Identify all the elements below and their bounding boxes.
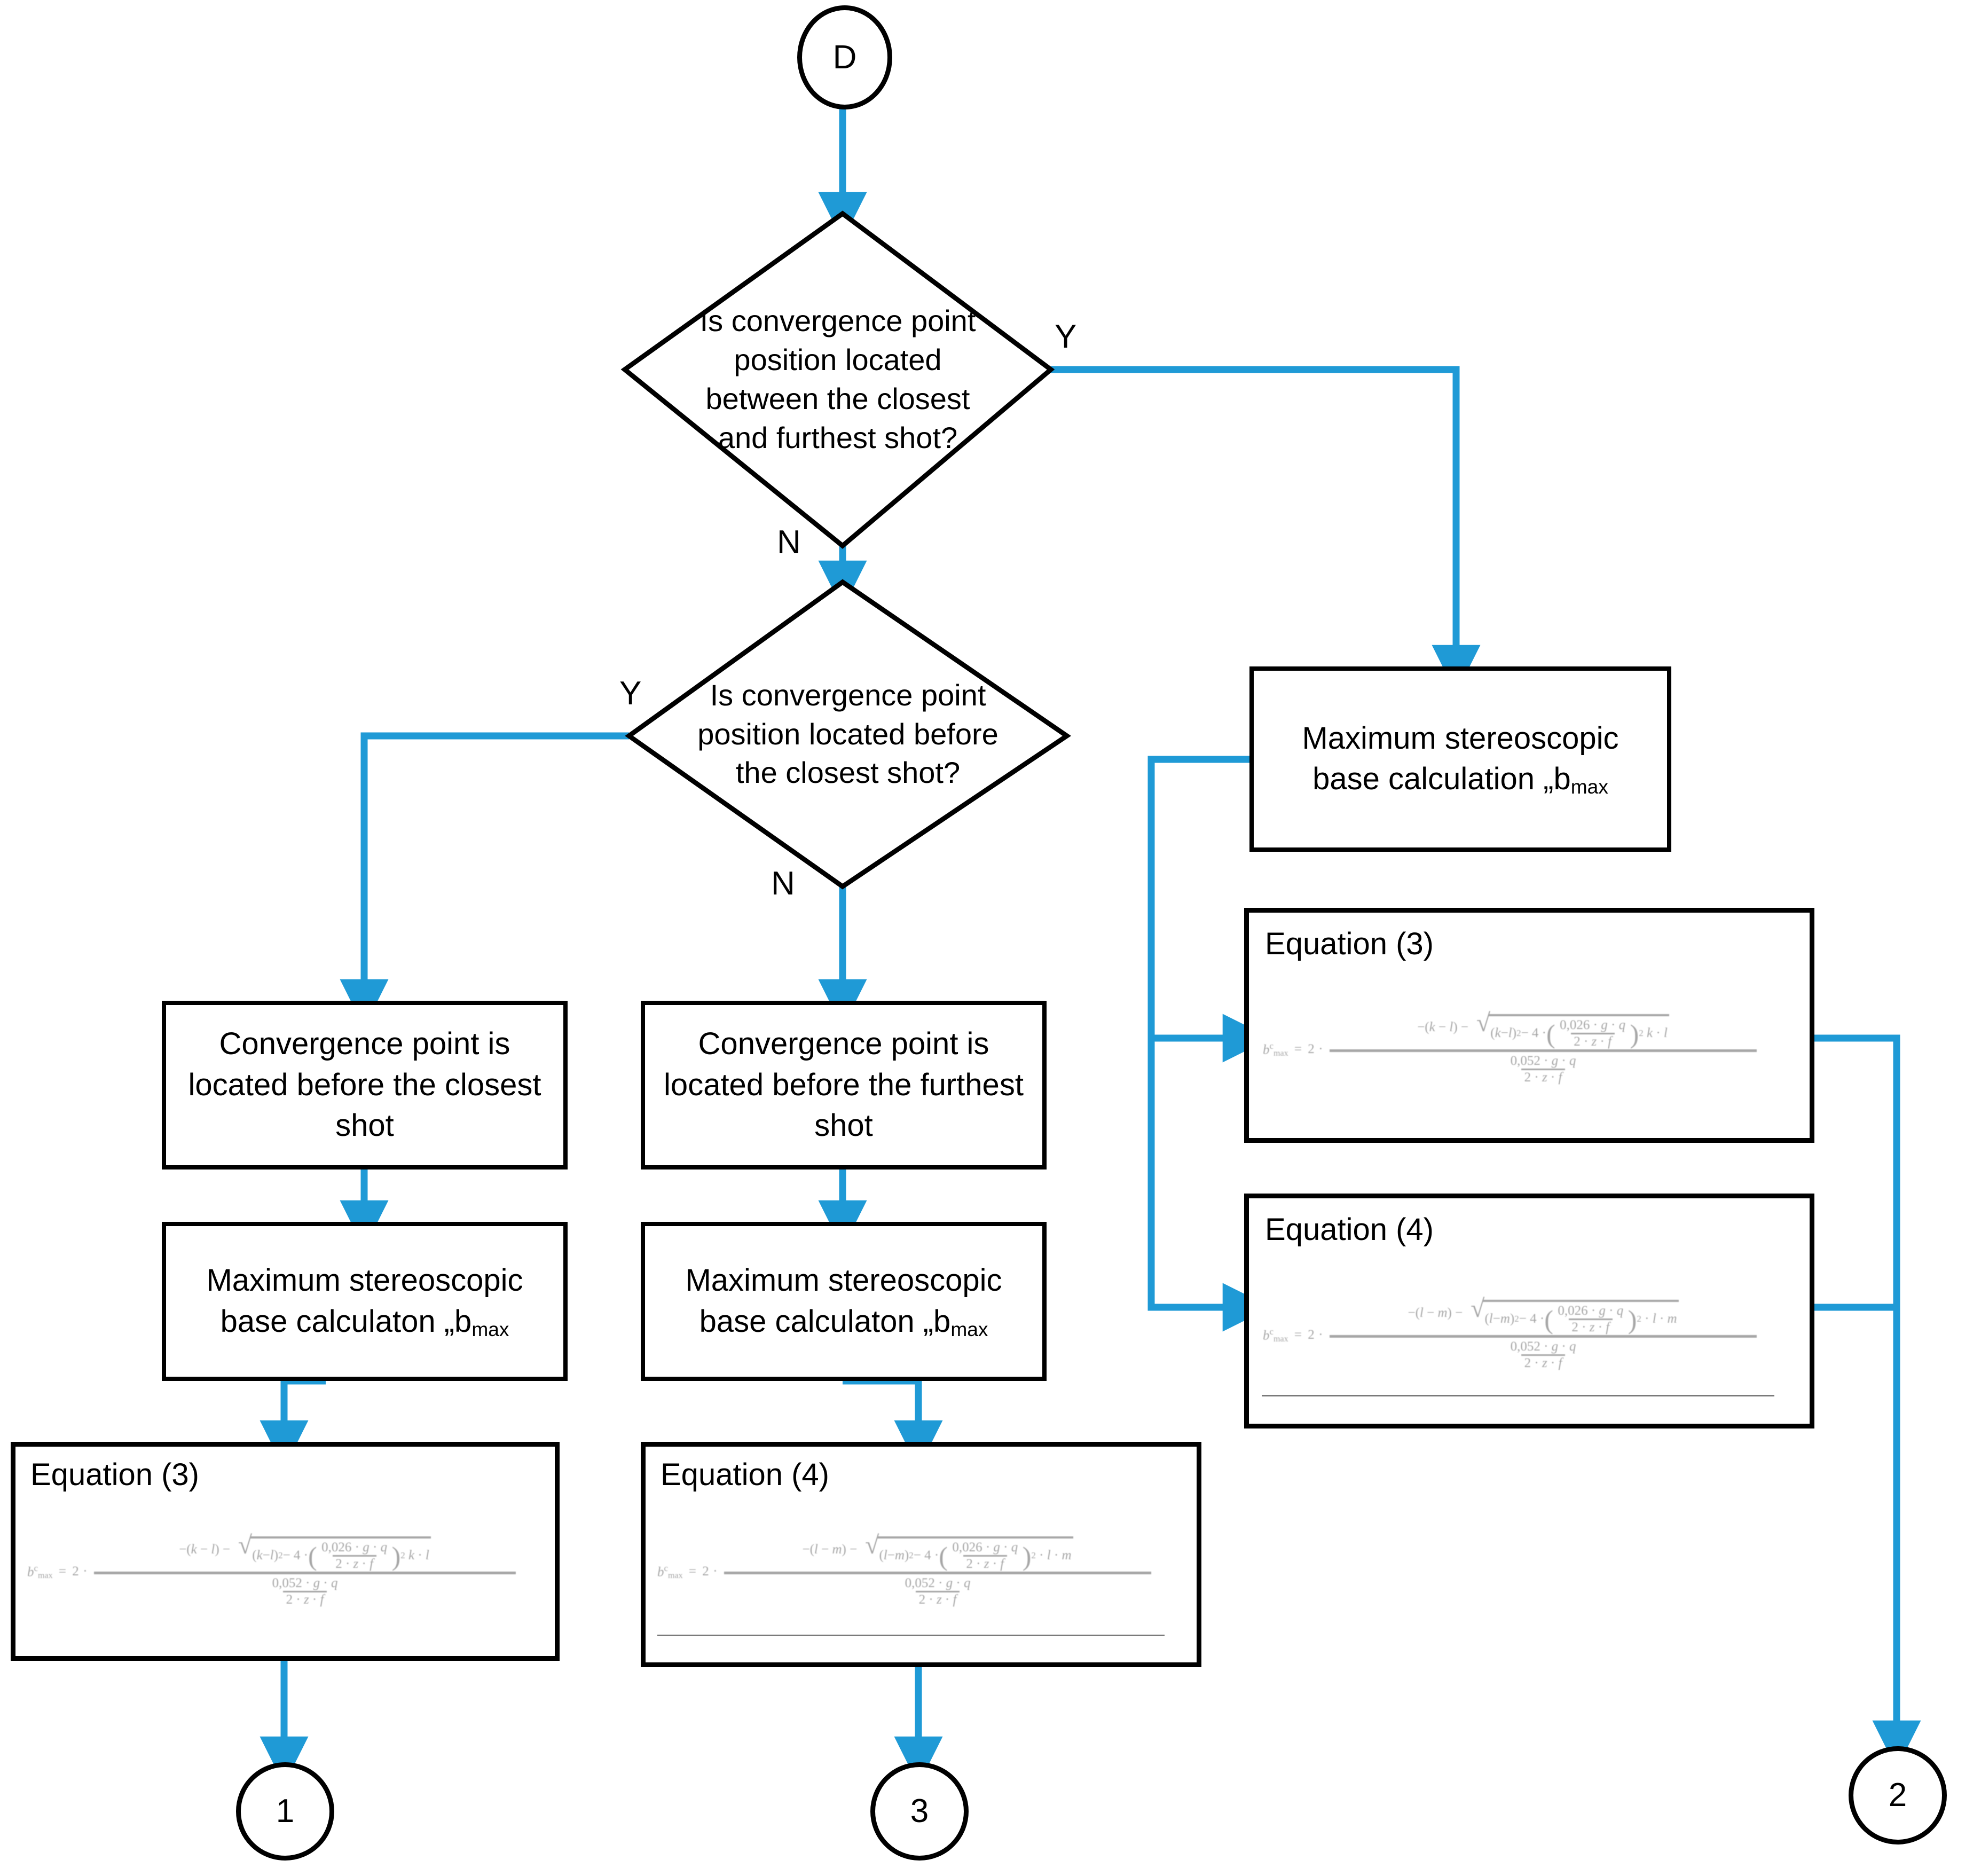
- end-connector-2-label: 2: [1888, 1777, 1907, 1814]
- process-left-state[interactable]: Convergence point is located before the …: [162, 1001, 568, 1169]
- decision-1-label: Is convergence point position located be…: [699, 304, 976, 454]
- equation-left-3-label: Equation (3): [30, 1457, 199, 1492]
- equation-right-4-underline: [1262, 1395, 1774, 1396]
- decision-1[interactable]: Is convergence point position located be…: [625, 214, 1051, 546]
- edge-decision1-yes-to-bmax-right: [1051, 366, 1481, 694]
- process-left-state-text: Convergence point is located before the …: [188, 1026, 541, 1143]
- equation-right-3-label: Equation (3): [1265, 927, 1434, 961]
- decision-2-label: Is convergence point position located be…: [697, 678, 999, 790]
- equation-box-right-3[interactable]: Equation (3) bcmax =2· −(k − l) − √ (k −…: [1244, 908, 1814, 1143]
- decision-2-no-label: N: [771, 865, 795, 902]
- process-bmax-mid-line2: base calculaton „b: [699, 1304, 951, 1339]
- decision-2-yes-label: Y: [619, 675, 642, 712]
- process-mid-state[interactable]: Convergence point is located before the …: [641, 1001, 1047, 1169]
- equation-right-4-label: Equation (4): [1265, 1212, 1434, 1247]
- end-connector-1-label: 1: [276, 1793, 295, 1830]
- process-bmax-left-line2: base calculaton „b: [220, 1304, 472, 1339]
- start-connector-d[interactable]: D: [797, 5, 892, 109]
- edge-bmax-right-to-equation4-right: [1147, 1038, 1271, 1332]
- process-mid-state-text: Convergence point is located before the …: [664, 1026, 1024, 1143]
- decision-2[interactable]: Is convergence point position located be…: [629, 582, 1067, 886]
- start-connector-label: D: [832, 38, 857, 76]
- equation-mid-4-formula: bcmax =2· −(l − m) − √ (l − m)2 − 4 · ( …: [657, 1533, 1152, 1607]
- decision-1-yes-label: Y: [1055, 318, 1077, 355]
- equation-box-right-4[interactable]: Equation (4) bcmax =2· −(l − m) − √ (l −…: [1244, 1194, 1814, 1428]
- edge-left-bmax-to-equation3: [260, 1377, 326, 1469]
- process-bmax-mid-sub: max: [950, 1317, 988, 1340]
- process-bmax-left-line1: Maximum stereoscopic: [206, 1263, 523, 1298]
- edge-decision2-yes-to-left-state: [340, 732, 629, 1028]
- end-connector-2[interactable]: 2: [1849, 1746, 1947, 1844]
- equation-right-4-formula: bcmax =2· −(l − m) − √ (l − m)2 − 4 · ( …: [1263, 1296, 1757, 1371]
- process-bmax-left-sub: max: [471, 1317, 509, 1340]
- end-connector-3-label: 3: [910, 1793, 929, 1830]
- equation-mid-4-underline: [657, 1635, 1165, 1636]
- end-connector-3[interactable]: 3: [870, 1762, 969, 1861]
- process-bmax-right-sub: max: [1570, 775, 1608, 798]
- edge-mid-bmax-to-equation4: [843, 1377, 943, 1469]
- process-bmax-right-text: Maximum stereoscopic base calculation „b…: [1302, 718, 1618, 800]
- process-bmax-left-text: Maximum stereoscopic base calculaton „bm…: [206, 1260, 523, 1343]
- edge-right-equations-to-end2: [1814, 1034, 1921, 1769]
- process-bmax-mid[interactable]: Maximum stereoscopic base calculaton „bm…: [641, 1222, 1047, 1381]
- process-bmax-right-line1: Maximum stereoscopic: [1302, 720, 1619, 756]
- equation-mid-4-label: Equation (4): [661, 1457, 829, 1492]
- process-bmax-right-line2: base calculation „b: [1312, 762, 1571, 797]
- process-bmax-left[interactable]: Maximum stereoscopic base calculaton „bm…: [162, 1222, 568, 1381]
- end-connector-1[interactable]: 1: [236, 1762, 334, 1861]
- decision-1-no-label: N: [777, 524, 801, 561]
- equation-box-mid-4[interactable]: Equation (4) bcmax =2· −(l − m) − √ (l −…: [641, 1442, 1201, 1667]
- equation-left-3-formula: bcmax =2· −(k − l) − √ (k − l)2 − 4 · ( …: [27, 1533, 516, 1607]
- equation-box-left-3[interactable]: Equation (3) bcmax =2· −(k − l) − √ (k −…: [11, 1442, 560, 1661]
- process-bmax-mid-text: Maximum stereoscopic base calculaton „bm…: [685, 1260, 1002, 1343]
- edge-bmax-right-to-equation3-right: [1147, 756, 1271, 1063]
- process-bmax-mid-line1: Maximum stereoscopic: [685, 1263, 1002, 1298]
- process-bmax-right[interactable]: Maximum stereoscopic base calculation „b…: [1249, 666, 1671, 852]
- equation-right-3-formula: bcmax =2· −(k − l) − √ (k − l)2 − 4 · ( …: [1263, 1010, 1757, 1085]
